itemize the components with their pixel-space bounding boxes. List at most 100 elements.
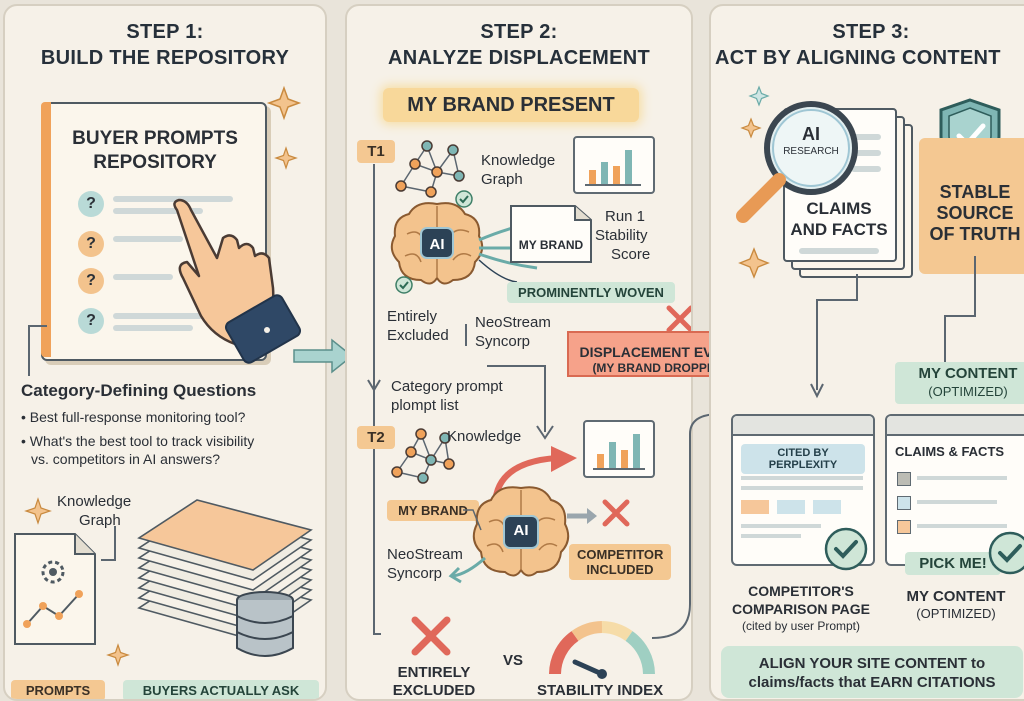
- my-brand-tag: MY BRAND: [387, 500, 479, 521]
- step1-title-line2: BUILD THE REPOSITORY: [40, 47, 290, 69]
- t2-badge: T2: [357, 426, 395, 449]
- step2-title-line2: ANALYZE DISPLACEMENT: [388, 47, 650, 69]
- category-label-line2: plompt list: [391, 397, 459, 414]
- bullet-question: • Best full-response monitoring tool?: [21, 409, 246, 425]
- run-label-line3: Score: [611, 246, 651, 263]
- bar-chart-icon: [583, 420, 655, 478]
- competitor-page-window: CITED BY PERPLEXITY: [731, 414, 875, 566]
- cross-icon: [602, 499, 630, 527]
- my-content-opt-line1: MY CONTENT: [918, 365, 1018, 382]
- question-icon: ?: [78, 191, 104, 217]
- check-icon: [455, 190, 473, 208]
- cross-icon: [411, 616, 451, 656]
- stable-line2: SOURCE: [936, 203, 1014, 223]
- neostream-label-line2: Syncorp: [387, 565, 443, 582]
- sparkle-icon: [740, 117, 762, 139]
- my-content-optimized-tag: MY CONTENT (OPTIMIZED): [895, 362, 1024, 404]
- stable-line3: OF TRUTH: [929, 224, 1021, 244]
- my-brand-document: [510, 205, 592, 263]
- brain-ai-icon: [390, 202, 484, 285]
- gauge-icon: [549, 621, 655, 679]
- displacement-line1: DISPLACEMENT EVENT: [579, 344, 741, 360]
- run-label-line2: Stability: [595, 227, 648, 244]
- sparkle-icon: [274, 146, 298, 170]
- arrow-icon: [293, 338, 354, 374]
- question-icon: ?: [78, 231, 104, 257]
- entirely-excluded-line2: EXCLUDED: [392, 682, 476, 699]
- bullet-question: vs. competitors in AI answers?: [31, 451, 221, 467]
- network-graph-icon: [391, 428, 455, 484]
- step3-title-line1: STEP 3:: [832, 21, 910, 43]
- my-content-line2: (OPTIMIZED): [916, 606, 996, 621]
- doc-line: [113, 274, 173, 280]
- competitor-line2: INCLUDED: [586, 562, 654, 577]
- ai-research-line2: RESEARCH: [783, 146, 839, 157]
- check-icon: [395, 276, 413, 294]
- connector-line: [101, 526, 116, 561]
- tag-prompts: PROMPTS: [11, 680, 105, 699]
- kg-label-line1: Knowledge: [481, 152, 556, 169]
- database-icon: [236, 591, 294, 657]
- network-graph-icon: [395, 140, 465, 198]
- timeline-line: [373, 164, 381, 635]
- doc-line: [113, 208, 203, 214]
- sparkle-icon: [106, 643, 130, 667]
- kg-label-line2: Graph: [481, 171, 523, 188]
- pick-me-button: PICK ME!: [905, 552, 1001, 575]
- arrow-icon: [567, 508, 597, 524]
- step1-title-line1: STEP 1:: [126, 21, 204, 43]
- displacement-line2: (MY BRAND DROPPED): [592, 361, 728, 375]
- cited-perplexity-tag: CITED BY PERPLEXITY: [741, 444, 865, 474]
- excluded-label-line1: Entirely: [387, 308, 438, 325]
- footer-line1: ALIGN YOUR SITE CONTENT to: [758, 655, 986, 672]
- cross-icon: [666, 305, 691, 333]
- doc-line: [113, 313, 223, 319]
- doc-line: [113, 196, 233, 202]
- competitor-page-line1: COMPETITOR'S: [748, 583, 854, 599]
- stable-source-card: [919, 138, 1024, 274]
- question-icon: ?: [78, 268, 104, 294]
- run-label-line1: Run 1: [605, 208, 646, 225]
- brain-ai-icon: [472, 486, 570, 577]
- kg-label-line1: Knowledge: [57, 493, 132, 510]
- sparkle-icon: [24, 497, 52, 525]
- neostream-label-line2: Syncorp: [475, 333, 531, 350]
- step3-title-line2: ACT BY ALIGNING CONTENT: [715, 47, 1001, 69]
- doc-line: [113, 236, 183, 242]
- t1-badge: T1: [357, 140, 395, 163]
- brand-present-banner: MY BRAND PRESENT: [383, 88, 639, 122]
- knowledge-label: Knowledge: [447, 428, 522, 445]
- check-icon: [988, 531, 1024, 575]
- step3-panel: STEP 3: ACT BY ALIGNING CONTENT CLAIMS A…: [709, 4, 1024, 701]
- divider: [465, 324, 467, 346]
- pointing-hand-icon: [173, 198, 302, 364]
- competitor-line1: COMPETITOR: [577, 547, 664, 562]
- tag-buyers-ask: BUYERS ACTUALLY ASK: [123, 680, 319, 699]
- footer-banner: [721, 646, 1023, 698]
- vs-label: VS: [503, 652, 524, 669]
- my-content-line1: MY CONTENT: [906, 588, 1006, 605]
- ai-chip-label: AI: [429, 236, 445, 253]
- neostream-label-line1: NeoStream: [387, 546, 463, 563]
- my-content-opt-line2: (OPTIMIZED): [928, 384, 1008, 399]
- doc-title-line1: BUYER PROMPTS: [72, 128, 238, 149]
- ai-research-line1: AI: [802, 124, 820, 144]
- claims-line2: AND FACTS: [790, 220, 888, 239]
- kg-label-line2: Graph: [79, 512, 121, 529]
- document-spine: [41, 102, 51, 357]
- competitor-page-line3: (cited by user Prompt): [741, 619, 861, 633]
- competitor-page-line2: COMPARISON PAGE: [732, 601, 870, 617]
- sparkle-icon: [266, 85, 302, 121]
- connector-line: [463, 509, 482, 531]
- connector-line: [28, 325, 47, 376]
- footer-line2: claims/facts that EARN CITATIONS: [748, 674, 996, 691]
- doc-title-line2: REPOSITORY: [93, 152, 217, 173]
- competitor-included-tag: COMPETITOR INCLUDED: [569, 544, 671, 580]
- analytics-document-icon: [14, 533, 96, 645]
- neostream-label-line1: NeoStream: [475, 314, 551, 331]
- step2-title-line1: STEP 2:: [480, 21, 558, 43]
- claims-facts-label: CLAIMS & FACTS: [895, 444, 1005, 459]
- timeline-arrow: [367, 379, 381, 392]
- excluded-label-line2: Excluded: [387, 327, 449, 344]
- step1-panel: STEP 1: BUILD THE REPOSITORY BUYER PROMP…: [3, 4, 327, 701]
